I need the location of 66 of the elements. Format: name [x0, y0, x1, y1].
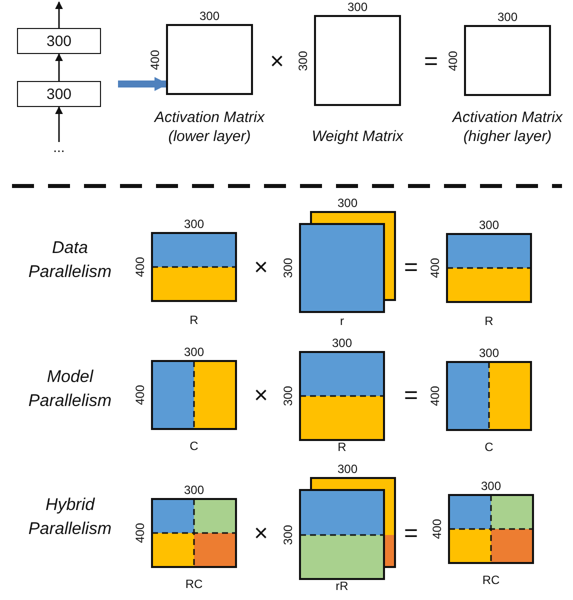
- dimension-label: 300: [478, 218, 500, 232]
- dimension-label: 300: [182, 217, 206, 231]
- matrix-drawing: [446, 233, 532, 303]
- matrix-drawing: [151, 498, 237, 568]
- operator-sign: ×: [270, 49, 284, 75]
- operator-sign: ×: [254, 383, 268, 409]
- operator-sign: ×: [254, 255, 268, 281]
- dimension-label: 300: [281, 523, 295, 546]
- matrix-caption: Weight Matrix: [310, 127, 404, 146]
- ellipsis-label: ...: [44, 142, 74, 158]
- matrix-drawing: [151, 360, 237, 430]
- matrix-drawing: [446, 361, 532, 431]
- dimension-label: 300: [336, 196, 359, 210]
- dimension-label: 300: [346, 0, 369, 14]
- dimension-label: 300: [182, 345, 206, 359]
- matrix-drawing: [299, 211, 396, 313]
- dimension-label: 400: [133, 384, 147, 407]
- partition-label: r: [339, 314, 345, 328]
- layer-box: 300: [17, 81, 101, 107]
- dimension-label: 300: [281, 256, 295, 280]
- partition-label: RC: [481, 573, 501, 587]
- arrow: [55, 106, 63, 142]
- dimension-label: 300: [496, 10, 519, 24]
- dimension-label: 300: [478, 346, 500, 360]
- matrix-drawing: [448, 494, 534, 564]
- row-title: Hybrid Parallelism: [27, 494, 113, 540]
- dimension-label: 400: [428, 384, 442, 408]
- matrix-drawing: [166, 24, 253, 95]
- operator-sign: =: [404, 521, 418, 547]
- dimension-label: 300: [198, 9, 221, 23]
- matrix-caption: Activation Matrix (higher layer): [450, 108, 564, 146]
- row-title: Data Parallelism: [27, 237, 113, 283]
- matrix-caption: Activation Matrix (lower layer): [152, 108, 266, 146]
- partition-label: C: [188, 439, 200, 453]
- partition-label: R: [484, 314, 494, 328]
- dimension-label: 400: [430, 518, 444, 541]
- dimension-label: 300: [281, 384, 295, 408]
- dimension-label: 400: [428, 256, 442, 280]
- matrix-drawing: [464, 25, 551, 96]
- dimension-label: 300: [182, 483, 206, 497]
- partition-label: rR: [334, 579, 350, 593]
- matrix-drawing: [299, 351, 385, 441]
- dimension-label: 300: [336, 462, 359, 476]
- operator-sign: =: [404, 255, 418, 281]
- partition-label: C: [484, 440, 494, 454]
- matrix-drawing: [151, 232, 237, 302]
- dimension-label: 300: [330, 336, 354, 350]
- dimension-label: 300: [480, 479, 502, 493]
- operator-sign: =: [404, 383, 418, 409]
- arrow: [55, 1, 63, 28]
- partition-label: R: [336, 440, 348, 454]
- partition-label: RC: [184, 577, 204, 591]
- row-title: Model Parallelism: [27, 366, 113, 412]
- dimension-label: 400: [446, 49, 460, 72]
- operator-sign: =: [424, 49, 438, 75]
- operator-sign: ×: [254, 521, 268, 547]
- dimension-label: 300: [296, 49, 310, 72]
- block-arrow: [118, 77, 168, 91]
- dimension-label: 400: [148, 48, 162, 72]
- dimension-label: 400: [133, 522, 147, 545]
- dimension-label: 400: [133, 256, 147, 279]
- matrix-drawing: [299, 477, 396, 580]
- partition-label: R: [188, 313, 200, 327]
- matrix-drawing: [314, 15, 401, 106]
- layer-box: 300: [17, 28, 101, 54]
- arrow: [55, 53, 63, 81]
